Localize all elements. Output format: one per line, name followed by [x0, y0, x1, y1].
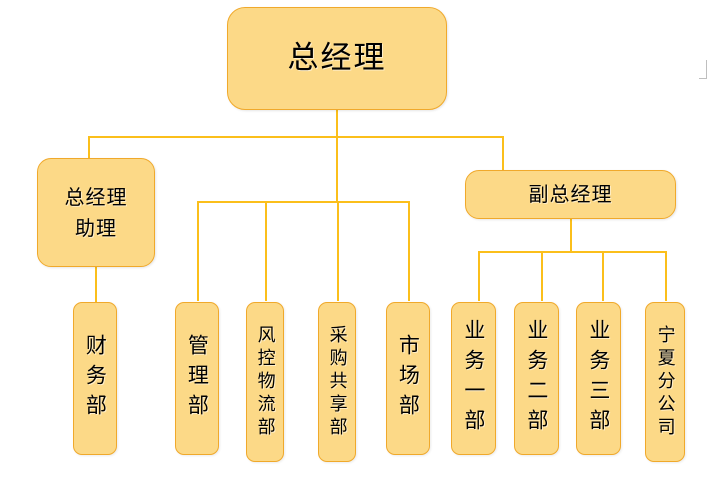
node-procurement-shared-department[interactable]: 采购共享部: [318, 302, 356, 462]
node-business-department-3[interactable]: 业务三部: [576, 302, 621, 455]
connector-to-management: [197, 201, 199, 301]
connector-to-procurement: [337, 201, 339, 301]
connector-to-ningxia-branch: [665, 251, 667, 301]
node-general-manager[interactable]: 总经理: [227, 7, 447, 110]
node-ningxia-branch-company[interactable]: 宁夏分公司: [645, 302, 685, 462]
connector-to-business-3: [602, 251, 604, 301]
node-management-label: 管理部: [185, 333, 210, 424]
connector-to-assistant: [88, 136, 90, 159]
node-deputy-general-manager[interactable]: 副总经理: [465, 170, 676, 219]
node-assistant-label-line2: 助理: [75, 215, 117, 240]
connector-level2-bus: [88, 136, 503, 138]
connector-to-risk-logistics: [265, 201, 267, 301]
node-assistant-general-manager[interactable]: 总经理 助理: [37, 158, 155, 267]
connector-deputy-bus: [478, 251, 666, 253]
node-finance-label: 财务部: [83, 333, 108, 424]
node-business-department-2[interactable]: 业务二部: [514, 302, 559, 455]
node-procurement-label: 采购共享部: [326, 324, 348, 440]
node-marketing-label: 市场部: [396, 333, 421, 424]
node-general-manager-label: 总经理: [287, 40, 387, 77]
connector-to-marketing: [408, 201, 410, 301]
connector-deputy-trunk: [570, 219, 572, 252]
node-management-department[interactable]: 管理部: [175, 302, 219, 455]
node-assistant-label-line1: 总经理: [64, 184, 128, 209]
node-risk-logistics-department[interactable]: 风控物流部: [246, 302, 284, 462]
node-ningxia-label: 宁夏分公司: [654, 324, 676, 440]
page-edge-mark: [699, 60, 707, 79]
connector-to-business-1: [478, 251, 480, 301]
connector-to-finance: [95, 267, 97, 302]
connector-to-deputy: [502, 136, 504, 170]
node-business-3-label: 业务三部: [586, 318, 611, 439]
node-business-1-label: 业务一部: [461, 318, 486, 439]
node-risk-logistics-label: 风控物流部: [254, 324, 276, 440]
node-business-department-1[interactable]: 业务一部: [451, 302, 496, 455]
node-marketing-department[interactable]: 市场部: [386, 302, 430, 455]
connector-middle-bus: [197, 201, 409, 203]
node-deputy-label: 副总经理: [528, 181, 613, 206]
node-business-2-label: 业务二部: [524, 318, 549, 439]
node-finance-department[interactable]: 财务部: [73, 302, 117, 455]
connector-gm-trunk: [336, 110, 338, 202]
connector-to-business-2: [541, 251, 543, 301]
